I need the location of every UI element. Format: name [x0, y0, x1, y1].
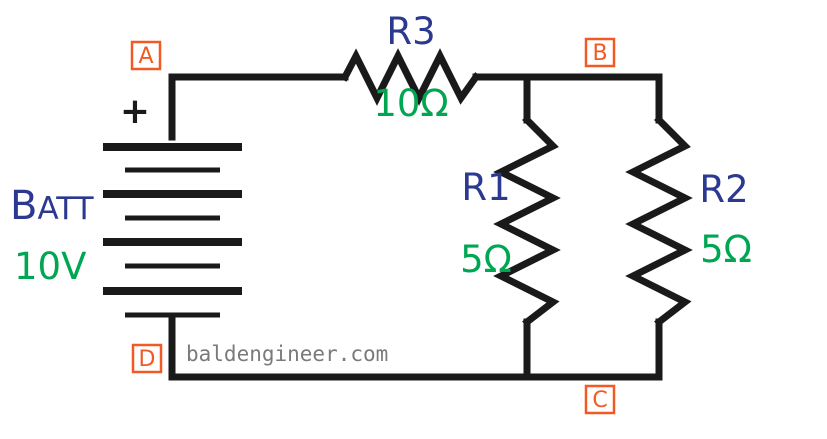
- wire-r3-to-r2: [472, 73, 663, 124]
- battery-label-rest: ATT: [37, 191, 94, 227]
- r3-value: 10Ω: [373, 82, 448, 125]
- node-d-label: D: [139, 347, 156, 372]
- watermark-text: baldengineer.com: [186, 342, 388, 366]
- wire-battery-to-r3: [168, 73, 349, 141]
- battery-label: BATT: [10, 183, 95, 229]
- node-marker-c: C: [584, 384, 616, 415]
- resistor-r3: [340, 48, 481, 106]
- r1-value: 5Ω: [460, 238, 512, 281]
- node-b-box: [584, 37, 616, 68]
- node-a-box: [130, 40, 162, 71]
- battery-symbol: [103, 143, 242, 318]
- r2-value: 5Ω: [700, 228, 752, 271]
- resistor-r2: [625, 115, 693, 327]
- battery-polarity-plus: +: [120, 91, 150, 132]
- battery-value: 10V: [14, 245, 86, 288]
- node-c-box: [584, 384, 616, 415]
- wires: [168, 73, 663, 381]
- wire-r2-to-bottom: [168, 314, 663, 381]
- node-c-label: C: [592, 388, 607, 413]
- r2-name: R2: [699, 168, 748, 211]
- node-marker-d: D: [131, 343, 163, 374]
- node-b-label: B: [592, 41, 607, 66]
- resistor-r1: [493, 115, 561, 327]
- node-marker-b: B: [584, 37, 616, 68]
- r1-name: R1: [461, 166, 510, 209]
- node-marker-a: A: [130, 40, 162, 71]
- node-a-label: A: [138, 44, 153, 69]
- battery-label-initial: B: [10, 183, 37, 229]
- r3-name: R3: [386, 10, 435, 53]
- node-d-box: [131, 343, 163, 374]
